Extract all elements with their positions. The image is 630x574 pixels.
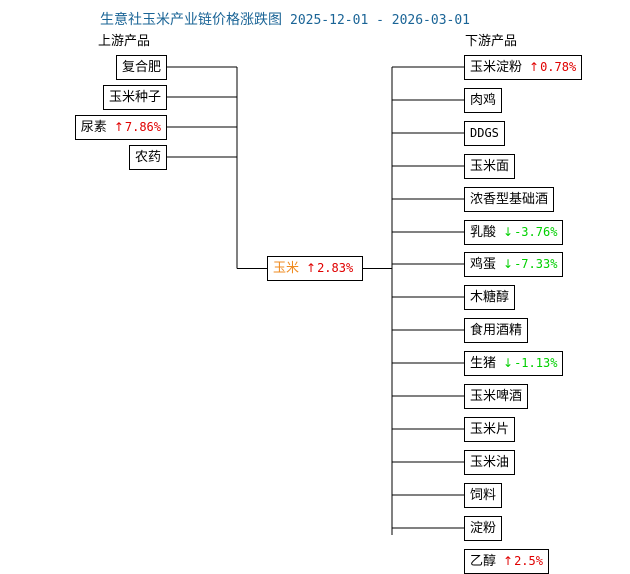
node-label: 饲料 [470,488,497,503]
upstream-node[interactable]: 玉米种子 [102,85,167,110]
node-label: 玉米油 [470,455,510,470]
node-label: 尿素 [80,120,107,135]
arrow-down-icon: ↓ [503,257,514,271]
downstream-node[interactable]: 乳酸 ↓-3.76% [464,220,564,245]
change-text: -1.13% [514,356,558,370]
downstream-column-header: 下游产品 [465,34,518,49]
downstream-node[interactable]: 鸡蛋 ↓-7.33% [464,252,564,277]
arrow-down-icon: ↓ [503,356,514,370]
node-label: 玉米种子 [108,90,161,105]
downstream-node[interactable]: 食用酒精 [464,318,529,343]
downstream-node[interactable]: 玉米面 [464,154,516,179]
node-label: 浓香型基础酒 [470,192,549,207]
node-label: 肉鸡 [470,93,497,108]
node-label: 淀粉 [470,521,497,536]
downstream-node[interactable]: 木糖醇 [464,285,516,310]
downstream-node[interactable]: 饲料 [464,483,503,508]
change-text: -7.33% [514,257,558,271]
node-change-value: ↑0.78% [529,56,576,79]
title-text: 生意社玉米产业链价格涨跌图 [100,12,282,28]
arrow-up-icon: ↑ [306,261,317,275]
node-label: 玉米面 [470,159,510,174]
downstream-node[interactable]: 肉鸡 [464,88,503,113]
node-label: 食用酒精 [470,323,523,338]
node-label: 农药 [134,150,161,165]
center-node-corn[interactable]: 玉米 ↑2.83% [267,256,363,281]
change-text: 0.78% [540,60,577,74]
change-text: 2.5% [514,554,543,568]
node-label: DDGS [470,126,499,140]
change-text: 2.83% [317,261,354,275]
downstream-node[interactable]: 玉米淀粉 ↑0.78% [464,55,583,80]
change-text: 7.86% [124,120,161,134]
downstream-node[interactable]: 生猪 ↓-1.13% [464,351,564,376]
node-label: 鸡蛋 [470,257,497,272]
node-change-value: ↓-3.76% [503,221,557,244]
upstream-node[interactable]: 农药 [128,145,167,170]
node-label: 生猪 [470,356,497,371]
node-label: 玉米片 [470,422,510,437]
node-change-value: ↑2.5% [503,550,543,573]
node-change-value: ↑2.83% [306,257,353,280]
downstream-node[interactable]: 玉米片 [464,417,516,442]
node-label: 玉米淀粉 [470,60,523,75]
downstream-node[interactable]: 淀粉 [464,516,503,541]
node-label: 乙醇 [470,554,497,569]
node-label: 玉米啤酒 [470,389,523,404]
node-change-value: ↓-1.13% [503,352,557,375]
date-range: 2025-12-01 - 2026-03-01 [290,13,471,28]
downstream-node[interactable]: 乙醇 ↑2.5% [464,549,549,574]
arrow-up-icon: ↑ [113,120,124,134]
node-label: 乳酸 [470,225,497,240]
downstream-node[interactable]: 浓香型基础酒 [464,187,555,212]
node-change-value: ↑7.86% [114,116,161,139]
upstream-column-header: 上游产品 [98,34,151,49]
upstream-node[interactable]: 复合肥 [115,55,167,80]
downstream-node[interactable]: DDGS [464,121,505,146]
downstream-node[interactable]: 玉米油 [464,450,516,475]
change-text: -3.76% [514,225,558,239]
page-title: 生意社玉米产业链价格涨跌图 2025-12-01 - 2026-03-01 [100,9,470,29]
arrow-down-icon: ↓ [503,225,514,239]
arrow-up-icon: ↑ [529,60,540,74]
node-label: 木糖醇 [470,290,510,305]
arrow-up-icon: ↑ [503,554,514,568]
node-label: 复合肥 [121,60,161,75]
downstream-node[interactable]: 玉米啤酒 [464,384,529,409]
upstream-node[interactable]: 尿素 ↑7.86% [74,115,167,140]
corn-industry-chain-diagram: 生意社玉米产业链价格涨跌图 2025-12-01 - 2026-03-01 上游产… [74,9,583,574]
node-change-value: ↓-7.33% [503,253,557,276]
node-label: 玉米 [273,261,300,276]
